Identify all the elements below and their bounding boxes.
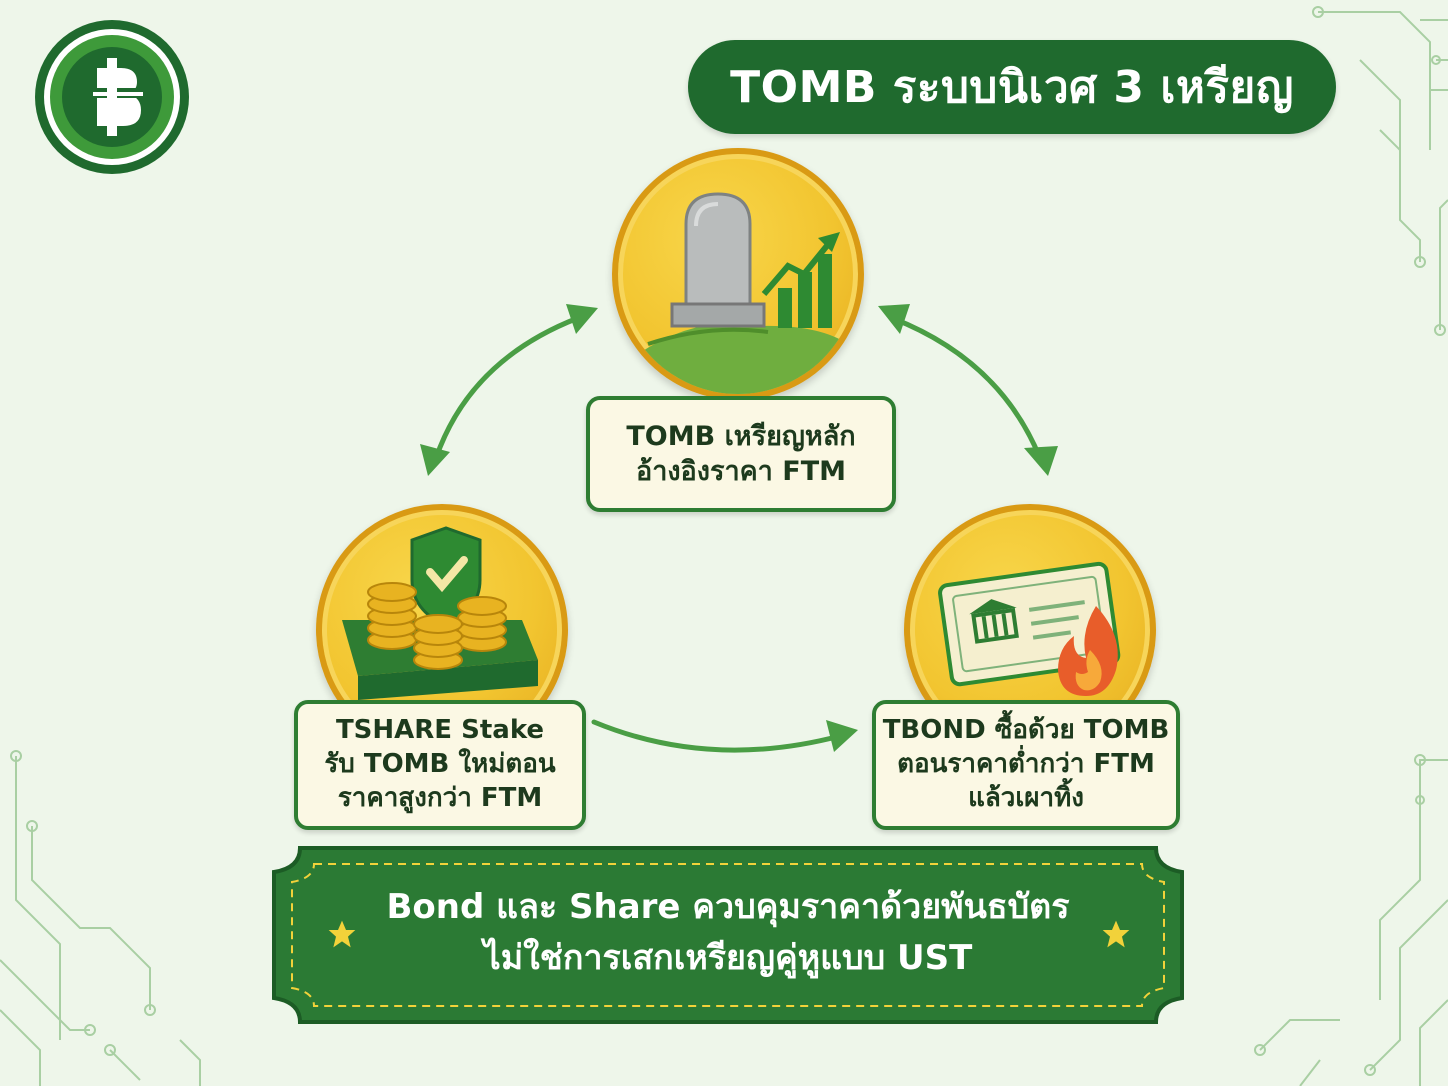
shield-coin-stacks-icon xyxy=(342,526,538,700)
tombstone-growth-chart-icon xyxy=(638,192,848,394)
bond-certificate-fire-icon xyxy=(938,561,1121,696)
banner-frame xyxy=(272,846,1184,1024)
page-title: TOMB ระบบนิเวศ 3 เหรียญ xyxy=(688,40,1336,134)
tshare-label-line1: TSHARE Stake xyxy=(335,715,545,746)
arrow-tomb-to-tshare xyxy=(433,315,581,461)
circuit-lines-bottom-right xyxy=(1254,754,1448,1086)
arrow-heads xyxy=(420,304,1058,752)
tbond-label-line3: แล้วเผาทิ้ง xyxy=(968,782,1084,813)
banner-line2: ไม่ใช่การเสกเหรียญคู่หูแบบ UST xyxy=(483,938,973,978)
star-icon xyxy=(1102,920,1130,948)
tomb-label-line1: TOMB เหรียญหลัก xyxy=(626,420,856,452)
summary-banner: Bond และ Share ควบคุมราคาด้วยพันธบัตร ไม… xyxy=(270,844,1186,1026)
tshare-label-line3: ราคาสูงกว่า FTM xyxy=(337,782,543,813)
tbond-label: TBOND ซื้อด้วย TOMB ตอนราคาต่ำกว่า FTM แ… xyxy=(872,700,1180,830)
tshare-label: TSHARE Stake รับ TOMB ใหม่ตอน ราคาสูงกว่… xyxy=(294,700,586,830)
tshare-label-line2: รับ TOMB ใหม่ตอน xyxy=(324,749,556,780)
flow-arrows xyxy=(433,315,1043,753)
circuit-lines-top-right xyxy=(1312,6,1448,336)
star-icon xyxy=(328,920,356,948)
arrow-tshare-to-tbond xyxy=(591,719,843,753)
tomb-coin xyxy=(612,148,864,400)
tbond-label-line1: TBOND ซื้อด้วย TOMB xyxy=(882,715,1170,746)
arrow-tomb-to-tbond xyxy=(889,315,1043,461)
banner-line1: Bond และ Share ควบคุมราคาด้วยพันธบัตร xyxy=(386,887,1070,927)
logo xyxy=(33,18,191,176)
circuit-lines-bottom-left xyxy=(0,750,201,1086)
tomb-label: TOMB เหรียญหลัก อ้างอิงราคา FTM xyxy=(586,396,896,512)
tbond-label-line2: ตอนราคาต่ำกว่า FTM xyxy=(897,749,1155,780)
tomb-label-line2: อ้างอิงราคา FTM xyxy=(636,456,846,487)
baht-coin-icon xyxy=(35,20,189,174)
